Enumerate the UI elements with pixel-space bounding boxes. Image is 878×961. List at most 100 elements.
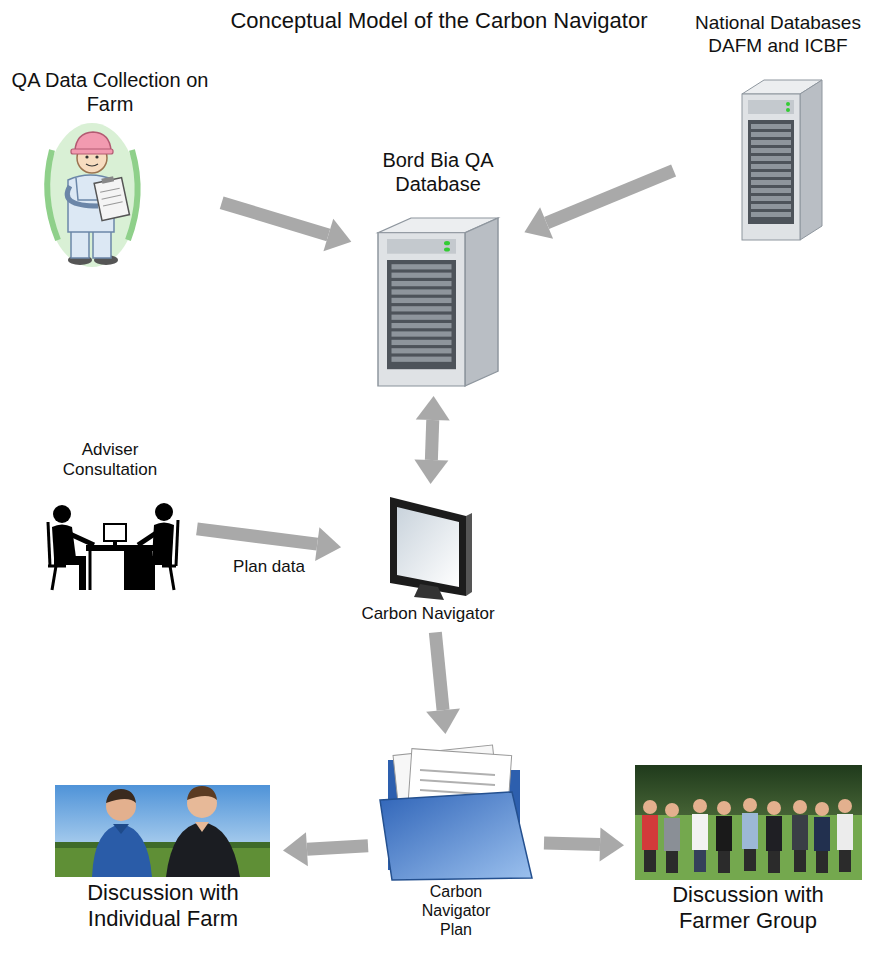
worker-icon [101, 176, 114, 183]
icon-node: Carbon Navigator [349, 492, 507, 624]
group-photo [694, 850, 706, 872]
worker-icon [102, 195, 122, 199]
icon-space [51, 782, 275, 880]
folder-icon [380, 792, 532, 880]
icon-space [681, 58, 875, 243]
arrow-head [426, 708, 460, 734]
group-photo [692, 814, 708, 850]
arrow-shaft [547, 170, 674, 223]
worker-icon [46, 123, 138, 267]
farm-photo [55, 785, 270, 877]
flow-arrow [544, 828, 624, 862]
arrow-shaft [197, 529, 317, 544]
arrow-shaft [544, 843, 600, 844]
server-icon [742, 80, 822, 240]
node-label: Adviser Consultation [35, 440, 185, 481]
arrow-head [416, 396, 450, 421]
icon-space [6, 116, 214, 270]
node-label: Discussion with Farmer Group [648, 882, 848, 935]
worker-icon [128, 150, 138, 240]
group-photo [635, 765, 862, 880]
edge-label: Plan data [230, 556, 308, 578]
consultation-icon [89, 551, 92, 590]
group-photo [665, 803, 679, 817]
computer-icon [414, 584, 444, 600]
consultation-icon [70, 534, 94, 545]
arrow-shaft [431, 420, 432, 460]
folder-icon [420, 780, 495, 785]
group-photo [766, 816, 782, 851]
group-photo [792, 815, 808, 850]
consultation-icon [48, 503, 178, 590]
worker-icon [67, 186, 98, 206]
group-photo [814, 817, 830, 851]
worker-icon [75, 132, 111, 151]
arrow-head [600, 828, 624, 862]
consultation-icon [152, 523, 174, 559]
group-photo [742, 813, 758, 849]
consultation-icon [176, 520, 178, 566]
icon-space [349, 492, 507, 604]
farm-photo [195, 822, 209, 832]
flow-arrow [414, 396, 449, 484]
flow-arrow [283, 832, 368, 866]
arrow-shaft [307, 846, 368, 849]
consultation-icon [148, 556, 172, 590]
arrow-head [414, 459, 448, 484]
arrow-shaft [222, 203, 329, 235]
group-photo [744, 849, 756, 871]
group-photo [768, 851, 780, 873]
consultation-icon [48, 522, 50, 566]
consultation-icon [138, 533, 156, 545]
consultation-icon [86, 545, 154, 551]
worker-icon [94, 175, 130, 221]
node-label: Bord Bia QA Database [363, 148, 513, 196]
group-photo [716, 816, 732, 851]
arrow-head [283, 832, 308, 866]
node-label: QA Data Collection on Farm [10, 68, 210, 116]
computer-icon [390, 497, 466, 596]
worker-icon [85, 155, 88, 158]
worker-icon [86, 164, 98, 166]
farm-photo [113, 824, 129, 834]
folder-icon [420, 770, 495, 775]
worker-icon [103, 202, 123, 206]
group-photo [717, 801, 731, 815]
group-photo [666, 851, 678, 873]
arrow-head [524, 207, 553, 238]
farm-photo [106, 789, 136, 803]
consultation-icon [53, 505, 71, 523]
group-photo [837, 814, 853, 850]
arrow-shaft [435, 632, 443, 710]
worker-icon [47, 150, 58, 240]
icon-node: National Databases DAFM and ICBF [681, 12, 875, 243]
worker-icon [100, 188, 120, 192]
consultation-icon [124, 551, 152, 590]
consultation-icon [113, 541, 117, 545]
group-photo [718, 851, 730, 873]
worker-icon [95, 155, 98, 158]
node-label: National Databases DAFM and ICBF [685, 12, 871, 58]
flow-arrow [426, 632, 460, 734]
group-photo [794, 850, 806, 872]
group-photo [644, 850, 656, 872]
flow-arrow [222, 203, 352, 251]
server-icon [378, 218, 498, 386]
group-photo [693, 799, 707, 813]
group-photo [793, 800, 807, 814]
folder-icon [380, 745, 532, 880]
icon-space [376, 742, 536, 882]
icon-node: QA Data Collection on Farm [6, 68, 214, 270]
consultation-icon [170, 566, 174, 590]
farm-photo [166, 822, 240, 877]
consultation-icon [52, 525, 76, 559]
group-photo [643, 800, 657, 814]
arrow-head [315, 527, 341, 561]
group-photo [767, 801, 781, 815]
icon-node: Bord Bia QA Database [359, 148, 517, 388]
folder-icon [420, 790, 480, 794]
icon-space [359, 196, 517, 388]
